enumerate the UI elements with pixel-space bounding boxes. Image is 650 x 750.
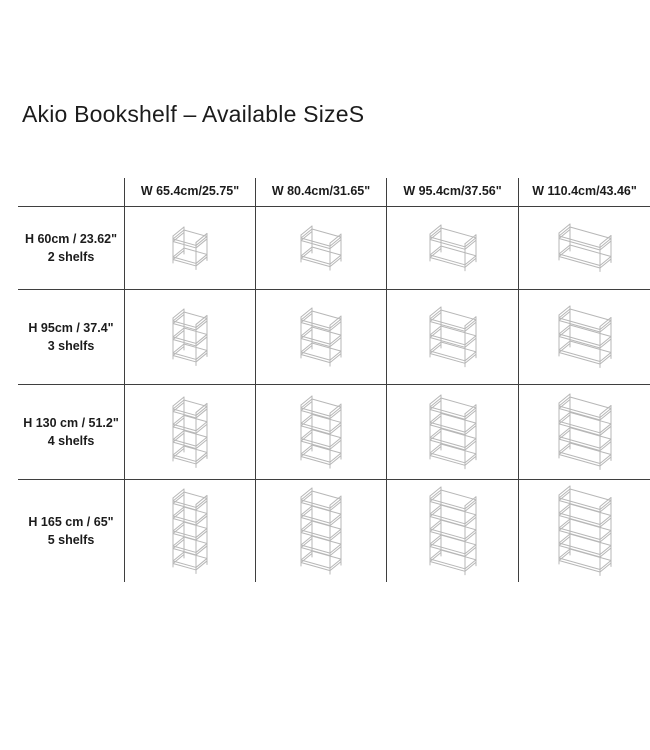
column-header-w65: W 65.4cm/25.75": [124, 178, 255, 207]
bookshelf-icon: [558, 393, 611, 470]
column-header-w80: W 80.4cm/31.65": [255, 178, 386, 207]
row-shelf-count-label: 3 shelfs: [47, 339, 95, 353]
table-cell-h60-w95: [386, 207, 518, 290]
table-cell-h95-w80: [255, 290, 386, 385]
bookshelf-icon: [300, 487, 342, 575]
bookshelf-icon: [172, 488, 208, 574]
bookshelf-icon: [300, 307, 342, 367]
bookshelf-icon: [558, 305, 611, 368]
header-corner-cell: [18, 178, 124, 207]
table-cell-h130-w95: [386, 385, 518, 480]
table-cell-h165-w65: [124, 480, 255, 582]
bookshelf-icon: [300, 395, 342, 469]
table-cell-h95-w110: [518, 290, 650, 385]
table-cell-h165-w80: [255, 480, 386, 582]
table-cell-h60-w110: [518, 207, 650, 290]
table-cell-h130-w80: [255, 385, 386, 480]
table-cell-h95-w95: [386, 290, 518, 385]
size-table: W 65.4cm/25.75" W 80.4cm/31.65" W 95.4cm…: [18, 178, 650, 582]
bookshelf-icon: [172, 396, 208, 468]
row-shelf-count-label: 2 shelfs: [47, 250, 95, 264]
bookshelf-icon: [172, 308, 208, 366]
column-header-w95: W 95.4cm/37.56": [386, 178, 518, 207]
row-header-h95: H 95cm / 37.4" 3 shelfs: [18, 290, 124, 385]
table-cell-h130-w110: [518, 385, 650, 480]
column-header-w110: W 110.4cm/43.46": [518, 178, 650, 207]
row-size-label: H 95cm / 37.4": [28, 321, 114, 335]
bookshelf-icon: [429, 486, 476, 576]
page-title: Akio Bookshelf – Available SizeS: [22, 101, 365, 127]
table-cell-h130-w65: [124, 385, 255, 480]
table-cell-h165-w95: [386, 480, 518, 582]
row-header-h165: H 165 cm / 65" 5 shelfs: [18, 480, 124, 582]
bookshelf-icon: [558, 223, 611, 272]
bookshelf-icon: [429, 306, 476, 368]
table-cell-h60-w65: [124, 207, 255, 290]
row-header-h60: H 60cm / 23.62" 2 shelfs: [18, 207, 124, 290]
row-size-label: H 165 cm / 65": [28, 515, 114, 529]
row-header-h130: H 130 cm / 51.2" 4 shelfs: [18, 385, 124, 480]
bookshelf-icon: [300, 225, 342, 271]
bookshelf-icon: [429, 224, 476, 272]
row-size-label: H 130 cm / 51.2": [23, 416, 119, 430]
row-size-label: H 60cm / 23.62": [24, 232, 118, 246]
bookshelf-icon: [558, 485, 611, 576]
bookshelf-icon: [429, 394, 476, 470]
table-cell-h95-w65: [124, 290, 255, 385]
bookshelf-icon: [172, 226, 208, 270]
row-shelf-count-label: 5 shelfs: [47, 533, 95, 547]
row-shelf-count-label: 4 shelfs: [47, 434, 95, 448]
table-cell-h60-w80: [255, 207, 386, 290]
table-cell-h165-w110: [518, 480, 650, 582]
